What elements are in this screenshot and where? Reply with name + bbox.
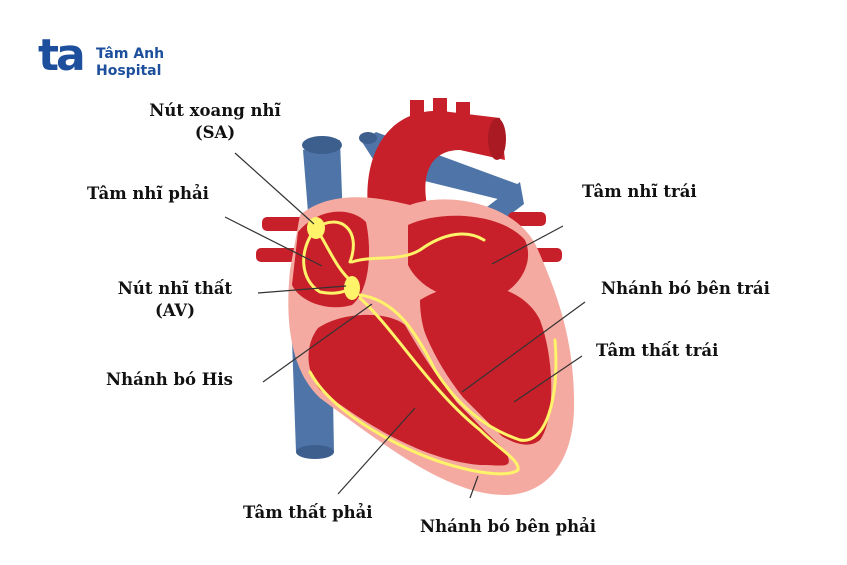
logo-text-line1: Tâm Anh — [96, 46, 165, 62]
av-node-shape — [344, 276, 360, 300]
logo-mark: ta — [38, 30, 86, 81]
hospital-logo: ta Tâm Anh Hospital — [38, 34, 178, 84]
sa-node-text: Nút xoang nhĩ — [149, 101, 281, 120]
right-bundle-branch-label: Nhánh bó bên phải — [420, 517, 597, 536]
sa-node-abbr: (SA) — [194, 123, 236, 142]
av-node-text: Nút nhĩ thất — [117, 279, 233, 298]
right-ventricle-chamber — [308, 314, 509, 466]
right-ventricle-label: Tâm thất phải — [243, 503, 373, 522]
septum — [398, 247, 513, 453]
left-ventricle-chamber — [420, 284, 552, 445]
av-node-abbr: (AV) — [154, 301, 196, 320]
left-atrium-label: Tâm nhĩ trái — [582, 182, 697, 201]
aorta — [367, 98, 506, 210]
left-bundle-branch-label: Nhánh bó bên trái — [601, 279, 770, 298]
logo-text-line2: Hospital — [96, 63, 162, 79]
bundle-of-his-label: Nhánh bó His — [106, 370, 233, 389]
left-atrium-chamber — [408, 215, 529, 301]
left-ventricle-label: Tâm thất trái — [596, 341, 719, 360]
sa-node-label: Nút xoang nhĩ (SA) — [125, 100, 305, 144]
av-node-label: Nút nhĩ thất (AV) — [100, 278, 250, 322]
leader-lines — [224, 152, 586, 499]
right-atrium-label: Tâm nhĩ phải — [87, 184, 209, 203]
